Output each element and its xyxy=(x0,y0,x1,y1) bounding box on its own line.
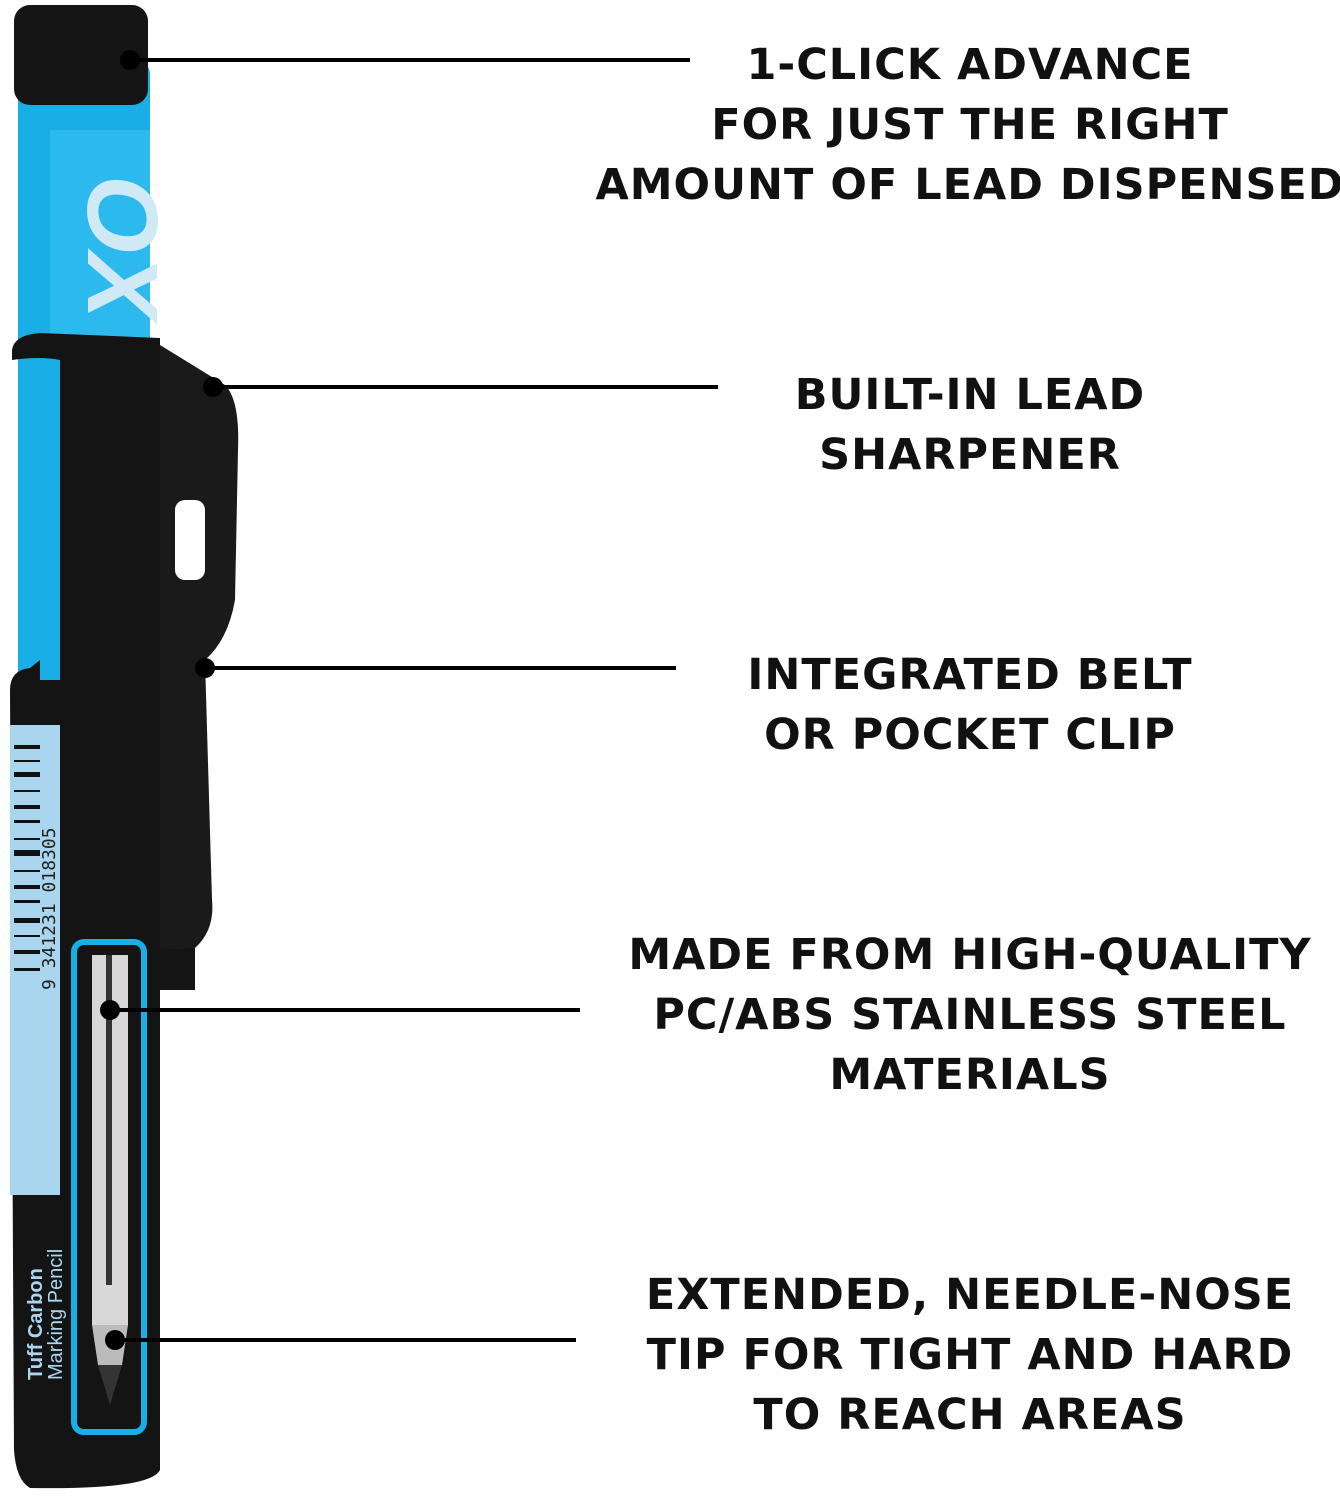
lead-window xyxy=(71,939,147,1435)
callout-text: TO REACH AREAS xyxy=(753,1390,1187,1440)
marking-pencil-image: OX 9 341231 018305 Tuff Carbon Marking P… xyxy=(10,5,239,1489)
click-cap xyxy=(14,5,148,105)
callout-line-5 xyxy=(115,1338,576,1342)
ox-logo: OX xyxy=(66,175,178,325)
callout-dot-4 xyxy=(100,1000,120,1020)
callout-click-advance: 1-CLICK ADVANCE FOR JUST THE RIGHT AMOUN… xyxy=(560,35,1340,215)
callout-text: INTEGRATED BELT xyxy=(747,650,1193,700)
product-label-line-1: Tuff Carbon xyxy=(25,1268,47,1380)
callout-text: SHARPENER xyxy=(819,430,1121,480)
callout-text: OR POCKET CLIP xyxy=(764,710,1176,760)
callout-dot-3 xyxy=(195,658,215,678)
callout-text: 1-CLICK ADVANCE xyxy=(746,40,1194,90)
belt-clip xyxy=(160,345,239,950)
callout-text: EXTENDED, NEEDLE-NOSE xyxy=(645,1270,1295,1320)
callout-text: FOR JUST THE RIGHT xyxy=(711,100,1229,150)
callout-text: AMOUNT OF LEAD DISPENSED xyxy=(595,160,1340,210)
pencil-body xyxy=(10,333,195,1489)
callout-line-2 xyxy=(213,385,718,389)
callout-line-3 xyxy=(205,666,676,670)
callout-dot-5 xyxy=(105,1330,125,1350)
callout-line-4 xyxy=(110,1008,580,1012)
callout-materials: MADE FROM HIGH-QUALITY PC/ABS STAINLESS … xyxy=(560,925,1340,1105)
callout-dot-1 xyxy=(120,50,140,70)
callout-text: BUILT-IN LEAD xyxy=(794,370,1146,420)
callout-clip: INTEGRATED BELT OR POCKET CLIP xyxy=(560,645,1340,765)
barcode-label xyxy=(10,725,60,1195)
product-label-line-2: Marking Pencil xyxy=(45,1249,67,1380)
callout-line-1 xyxy=(130,58,690,62)
callout-dot-2 xyxy=(203,377,223,397)
callout-text: MATERIALS xyxy=(829,1050,1111,1100)
barcode-number: 9 341231 018305 xyxy=(39,827,60,990)
callout-sharpener: BUILT-IN LEAD SHARPENER xyxy=(560,365,1340,485)
callout-text: MADE FROM HIGH-QUALITY xyxy=(628,930,1312,980)
callout-needle-tip: EXTENDED, NEEDLE-NOSE TIP FOR TIGHT AND … xyxy=(560,1265,1340,1445)
callout-text: PC/ABS STAINLESS STEEL xyxy=(653,990,1287,1040)
callout-text: TIP FOR TIGHT AND HARD xyxy=(646,1330,1294,1380)
